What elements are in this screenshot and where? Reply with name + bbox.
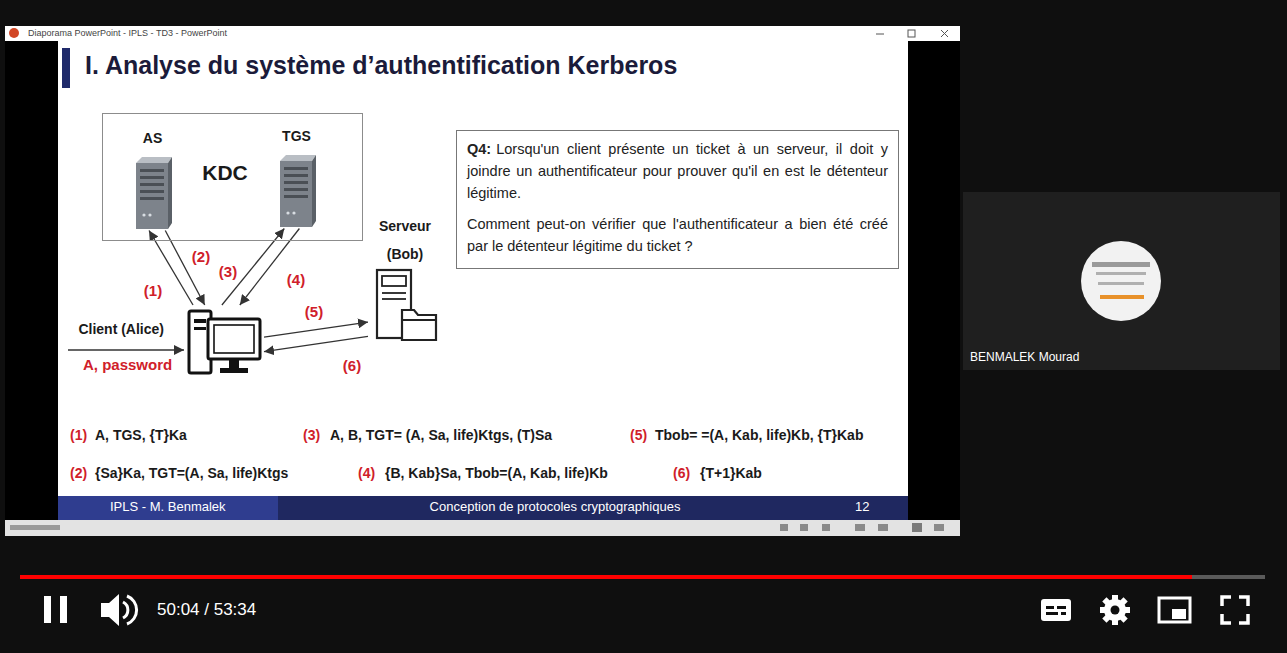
server-node: Serveur (Bob) — [368, 212, 442, 343]
window-title: Diaporama PowerPoint - IPLS - TD3 - Powe… — [28, 28, 227, 38]
slide-title: I. Analyse du système d’authentification… — [85, 51, 677, 80]
question-number: Q4: — [467, 141, 491, 157]
server-icon — [276, 153, 318, 229]
message-text: {T+1}Kab — [700, 465, 762, 481]
message-number: (4) — [358, 465, 375, 481]
video-time: 50:04 / 53:34 — [157, 600, 256, 620]
message-arrow — [240, 229, 300, 306]
minimize-icon — [876, 34, 884, 35]
server-icon — [132, 155, 174, 231]
group-label: KDC — [202, 161, 248, 185]
message-text: {B, Kab}Sa, Tbob=(A, Kab, life)Kb — [385, 465, 608, 481]
message-number: (1) — [70, 427, 87, 443]
client-node: Client (Alice) — [186, 305, 264, 378]
participant-name: BENMALEK Mourad — [970, 351, 1079, 365]
step-number: (4) — [285, 272, 307, 289]
message-arrow — [264, 336, 368, 351]
message-number: (2) — [70, 465, 87, 481]
server-label: AS — [143, 130, 162, 147]
restore-icon — [908, 30, 915, 37]
footer-course: Conception de protocoles cryptographique… — [430, 500, 681, 515]
title-accent — [62, 48, 70, 88]
progress-track — [20, 575, 1265, 579]
status-icons — [10, 523, 944, 532]
question-text: Comment peut-on vérifier que l'authentif… — [467, 214, 888, 258]
computer-icon — [186, 305, 264, 378]
question-box: Q4:Lorsqu'un client présente un ticket à… — [456, 130, 899, 269]
file-server-icon — [372, 268, 438, 343]
settings-icon — [1100, 595, 1130, 625]
step-number: (3) — [217, 264, 239, 281]
slide-number: 12 — [855, 500, 869, 515]
captions-icon — [1041, 599, 1071, 621]
message-number: (3) — [303, 427, 320, 443]
input-arrow — [68, 349, 184, 350]
step-number: (6) — [341, 358, 363, 375]
message-text: {Sa}Ka, TGT=(A, Sa, life)Ktgs — [95, 465, 288, 481]
client-label: Client (Alice) — [78, 321, 164, 337]
server-label: TGS — [282, 128, 311, 145]
message-number: (6) — [673, 465, 690, 481]
input-label: A, password — [83, 356, 172, 373]
status-bar — [5, 520, 960, 536]
pause-icon — [44, 596, 67, 623]
footer-author: IPLS - M. Benmalek — [110, 500, 226, 515]
message-number: (5) — [630, 427, 647, 443]
fullscreen-icon — [1222, 597, 1248, 623]
close-icon — [941, 30, 948, 37]
app-icon — [9, 28, 19, 38]
message-arrow — [165, 231, 204, 306]
volume-icon — [101, 594, 137, 626]
step-number: (1) — [142, 283, 164, 300]
question-text: Lorsqu'un client présente un ticket à un… — [467, 141, 888, 201]
message-text: Tbob= =(A, Kab, life)Kb, {T}Kab — [655, 427, 863, 443]
message-text: A, B, TGT= (A, Sa, life)Ktgs, (T)Sa — [330, 427, 552, 443]
server-node: AS — [124, 130, 182, 231]
server-node: TGS — [268, 128, 326, 229]
kdc-box: KDC AS TGS — [102, 113, 363, 241]
message-text: A, TGS, {T}Ka — [95, 427, 187, 443]
server-label: Serveur (Bob) — [368, 212, 442, 268]
message-arrow — [264, 322, 368, 337]
step-number: (2) — [190, 249, 212, 266]
miniplayer-icon — [1159, 598, 1190, 622]
channel-logo — [1081, 241, 1161, 321]
progress-played — [20, 575, 1192, 579]
step-number: (5) — [303, 304, 325, 321]
